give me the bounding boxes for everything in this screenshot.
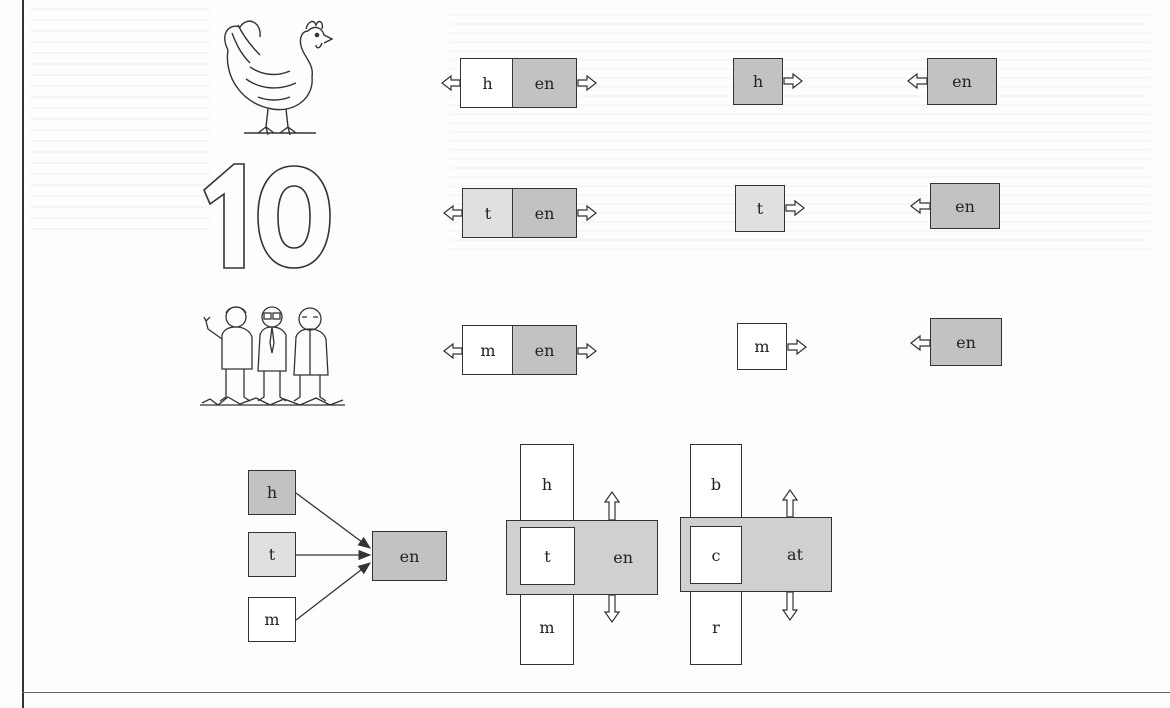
fan-arrow-m (296, 563, 370, 620)
right-double-arrow (784, 74, 802, 88)
fan-arrow-h (296, 493, 370, 548)
left-double-arrow (908, 74, 927, 88)
up-double-arrow (783, 490, 797, 517)
down-double-arrow (605, 595, 619, 622)
up-double-arrow (605, 492, 619, 520)
right-double-arrow (578, 76, 596, 90)
right-double-arrow (786, 201, 804, 215)
right-double-arrow (788, 340, 806, 354)
left-double-arrow (911, 336, 930, 350)
left-double-arrow (442, 76, 460, 90)
left-double-arrow (444, 344, 462, 358)
left-double-arrow (444, 206, 462, 220)
right-double-arrow (578, 206, 596, 220)
down-double-arrow (783, 592, 797, 620)
right-double-arrow (578, 344, 596, 358)
left-double-arrow (911, 199, 930, 213)
